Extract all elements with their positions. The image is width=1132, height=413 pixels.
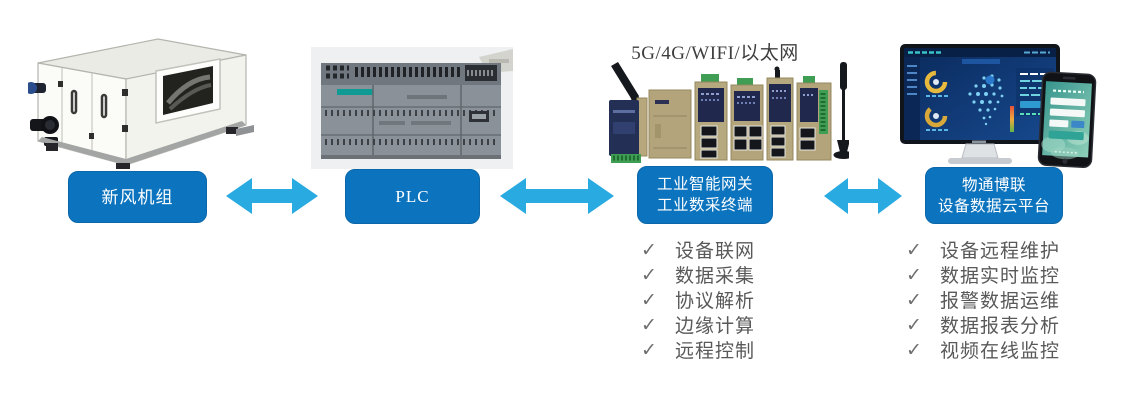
feature-item: ✓ 数据采集 [641, 262, 756, 288]
feature-text: 数据报表分析 [940, 316, 1061, 337]
gateway-devices-image [609, 62, 849, 163]
check-icon: ✓ [906, 288, 923, 311]
feature-text: 视频在线监控 [940, 341, 1061, 362]
cloud-label: 物通博联 设备数据云平台 [925, 167, 1063, 224]
fresh-air-unit-image [28, 38, 254, 169]
gateway-label-line2: 工业数采终端 [656, 197, 753, 214]
feature-text: 数据实时监控 [940, 266, 1061, 287]
feature-item: ✓ 远程控制 [641, 337, 756, 363]
feature-text: 设备联网 [675, 241, 756, 262]
feature-text: 协议解析 [675, 291, 756, 312]
check-icon: ✓ [906, 313, 923, 336]
bidirectional-arrow-icon [500, 178, 614, 214]
bidirectional-arrow-icon [226, 178, 318, 214]
cloud-platform-image [900, 44, 1097, 168]
check-icon: ✓ [906, 238, 923, 261]
cloud-label-line2: 设备数据云平台 [937, 197, 1050, 215]
monitor-stand [961, 143, 999, 159]
bidirectional-arrow-icon [824, 178, 902, 214]
gateway-feature-list: ✓ 设备联网 ✓ 数据采集 ✓ 协议解析 ✓ 边缘计算 ✓ 远程控制 [641, 237, 756, 363]
feature-item: ✓ 数据实时监控 [906, 262, 1061, 288]
cloud-label-line1: 物通博联 [961, 176, 1026, 194]
gateway-label: 工业智能网关 工业数采终端 [637, 166, 773, 224]
ahu-label: 新风机组 [68, 171, 207, 223]
plc-label-text: PLC [395, 187, 430, 206]
check-icon: ✓ [641, 338, 658, 361]
gateway-connectivity-title: 5G/4G/WIFI/以太网 [631, 43, 799, 64]
check-icon: ✓ [906, 338, 923, 361]
feature-item: ✓ 视频在线监控 [906, 337, 1061, 363]
feature-text: 数据采集 [675, 266, 756, 287]
dashboard-donut-chart [924, 104, 948, 128]
cloud-feature-list: ✓ 设备远程维护 ✓ 数据实时监控 ✓ 报警数据运维 ✓ 数据报表分析 ✓ 视频… [906, 237, 1061, 363]
feature-text: 设备远程维护 [940, 241, 1061, 262]
check-icon: ✓ [641, 238, 658, 261]
check-icon: ✓ [641, 313, 658, 336]
feature-item: ✓ 设备联网 [641, 237, 756, 263]
feature-item: ✓ 设备远程维护 [906, 237, 1061, 263]
plc-label: PLC [345, 169, 480, 224]
feature-text: 远程控制 [675, 341, 756, 362]
feature-text: 报警数据运维 [940, 291, 1061, 312]
check-icon: ✓ [641, 288, 658, 311]
ahu-label-text: 新风机组 [101, 187, 174, 207]
dashboard-donut-chart [924, 70, 948, 94]
feature-item: ✓ 协议解析 [641, 287, 756, 313]
check-icon: ✓ [906, 263, 923, 286]
gateway-label-line1: 工业智能网关 [656, 176, 753, 193]
plc-image [311, 47, 513, 169]
check-icon: ✓ [641, 263, 658, 286]
phone [1037, 71, 1097, 168]
feature-item: ✓ 边缘计算 [641, 312, 756, 338]
feature-text: 边缘计算 [675, 316, 756, 337]
feature-item: ✓ 报警数据运维 [906, 287, 1061, 313]
feature-item: ✓ 数据报表分析 [906, 312, 1061, 338]
